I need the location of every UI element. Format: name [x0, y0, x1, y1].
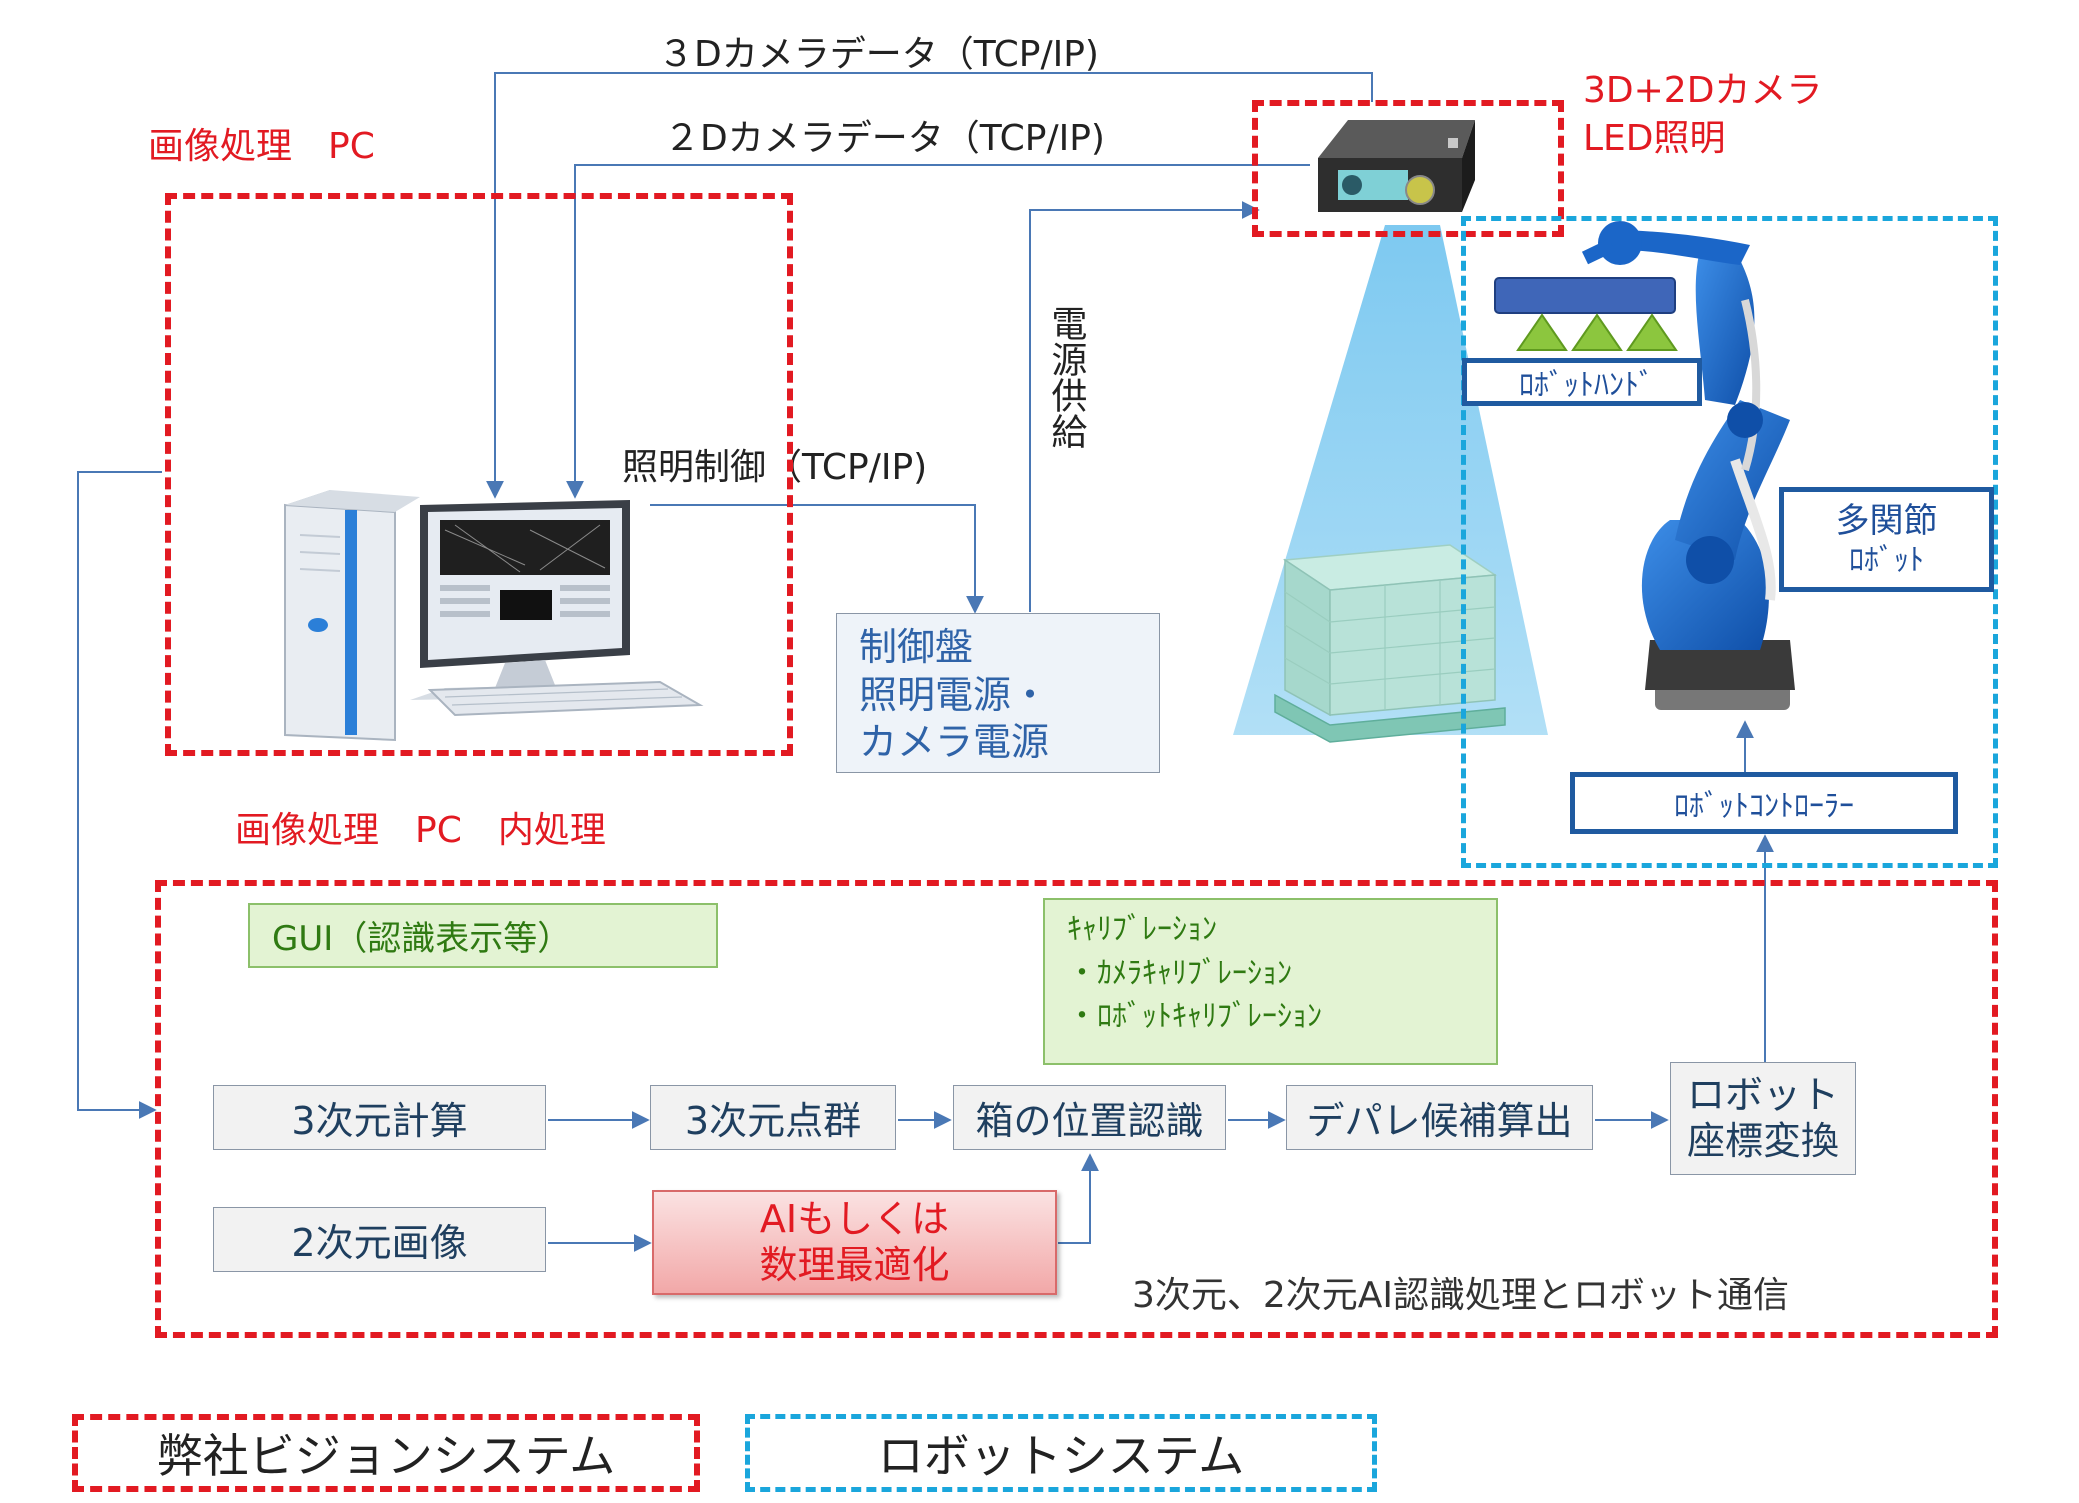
3d-2d-camera-icon	[1318, 120, 1475, 212]
control-panel-line3: カメラ電源	[859, 720, 1050, 764]
calc-3d-label: 3次元計算	[291, 1099, 468, 1143]
robot-hand-icon	[1494, 238, 1678, 351]
image-pc-label: 画像処理 PC	[148, 126, 375, 167]
ai-optimization-box: AIもしくは 数理最適化	[652, 1190, 1057, 1295]
image-2d-label: 2次元画像	[291, 1221, 468, 1265]
power-supply-arrow	[1029, 201, 1260, 612]
image-2d-box: 2次元画像	[213, 1207, 546, 1272]
calc-3d-box: 3次元計算	[213, 1085, 546, 1150]
ai-line1: AIもしくは	[759, 1196, 950, 1241]
point-cloud-3d-box: 3次元点群	[650, 1085, 896, 1150]
lighting-control-label: 照明制御（TCP/IP)	[622, 447, 928, 488]
robot-coord-line1: ロボット	[1686, 1072, 1839, 1117]
ai-to-boxpos-arrow	[1058, 1153, 1099, 1244]
lighting-control-arrow	[650, 504, 984, 614]
box-position-label: 箱の位置認識	[975, 1099, 1204, 1143]
depalletize-label: デパレ候補算出	[1306, 1099, 1573, 1143]
legend-vision-system: 弊社ビジョンシステム	[72, 1414, 700, 1492]
gui-box: GUI（認識表示等）	[248, 903, 718, 968]
ai-line2: 数理最適化	[759, 1242, 950, 1287]
calibration-box: ｷｬﾘﾌﾞﾚｰｼｮﾝ ・ｶﾒﾗｷｬﾘﾌﾞﾚｰｼｮﾝ ・ﾛﾎﾞｯﾄｷｬﾘﾌﾞﾚｰｼ…	[1043, 898, 1498, 1065]
power-supply-label: 電源供給	[1045, 305, 1087, 449]
2d-camera-data-label: ２Dカメラデータ（TCP/IP)	[664, 118, 1105, 159]
robot-controller-label: ﾛﾎﾞｯﾄｺﾝﾄﾛｰﾗｰ	[1674, 789, 1854, 824]
3d-camera-data-arrow	[486, 72, 1373, 499]
2d-camera-data-arrow	[566, 164, 1310, 499]
point-cloud-3d-label: 3次元点群	[684, 1099, 862, 1143]
robot-system-box	[1461, 216, 1998, 868]
box-stack-icon	[1274, 544, 1506, 743]
camera-name-line2: LED照明	[1583, 118, 1726, 159]
robot-hand-label-box: ﾛﾎﾞｯﾄﾊﾝﾄﾞ	[1462, 358, 1702, 406]
legend-robot-system: ロボットシステム	[745, 1414, 1377, 1492]
robot-controller-box: ﾛﾎﾞｯﾄｺﾝﾄﾛｰﾗｰ	[1570, 772, 1958, 834]
multi-joint-robot-label-box: 多関節 ﾛﾎﾞｯﾄ	[1779, 487, 1994, 592]
control-panel-line1: 制御盤	[859, 625, 974, 669]
image-pc-box	[165, 193, 793, 756]
processing-section-title: 画像処理 PC 内処理	[235, 810, 606, 851]
calibration-line2: ・ｶﾒﾗｷｬﾘﾌﾞﾚｰｼｮﾝ	[1067, 955, 1292, 991]
robot-hand-label: ﾛﾎﾞｯﾄﾊﾝﾄﾞ	[1519, 368, 1654, 403]
robot-coord-box: ロボット 座標変換	[1670, 1062, 1856, 1175]
calibration-line3: ・ﾛﾎﾞｯﾄｷｬﾘﾌﾞﾚｰｼｮﾝ	[1067, 999, 1322, 1034]
multi-joint-line1: 多関節	[1835, 500, 1938, 541]
image-processing-pc-icon	[284, 490, 704, 742]
box-position-box: 箱の位置認識	[953, 1085, 1226, 1150]
gui-label: GUI（認識表示等）	[272, 919, 572, 959]
calibration-line1: ｷｬﾘﾌﾞﾚｰｼｮﾝ	[1067, 912, 1217, 947]
processing-caption: 3次元、2次元AI認識処理とロボット通信	[1132, 1275, 1790, 1316]
multi-joint-line2: ﾛﾎﾞｯﾄ	[1849, 543, 1924, 578]
control-panel-box: 制御盤 照明電源・ カメラ電源	[836, 613, 1160, 773]
connector-lines	[77, 72, 1774, 1252]
legend-vision-system-label: 弊社ビジョンシステム	[156, 1429, 616, 1483]
3d-camera-data-label: ３Dカメラデータ（TCP/IP)	[658, 34, 1099, 75]
pc-to-processing-arrow	[77, 471, 162, 1119]
camera-name-line1: 3D+2Dカメラ	[1583, 70, 1823, 111]
camera-vision-box	[1252, 100, 1564, 237]
control-panel-line2: 照明電源・	[859, 672, 1050, 717]
processing-box	[155, 880, 1998, 1338]
robot-coord-line2: 座標変換	[1686, 1118, 1839, 1163]
legend-robot-system-label: ロボットシステム	[877, 1429, 1245, 1483]
depalletize-box: デパレ候補算出	[1286, 1085, 1593, 1150]
